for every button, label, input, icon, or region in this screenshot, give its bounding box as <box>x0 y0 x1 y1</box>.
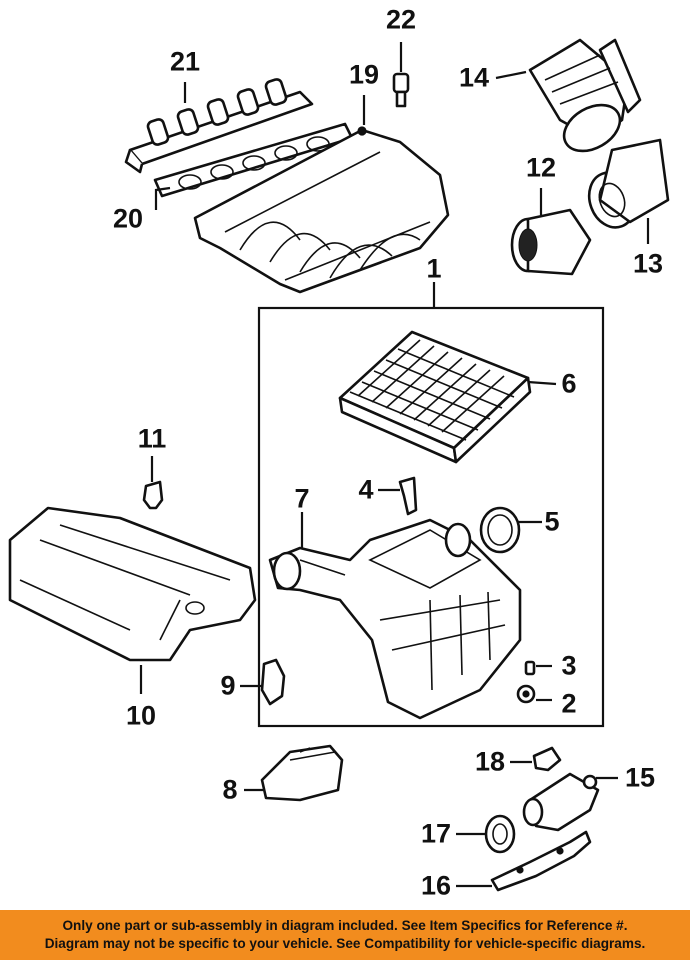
callout-15: 15 <box>624 762 656 793</box>
part-11-push-clip <box>142 456 164 510</box>
callout-2: 2 <box>561 688 577 719</box>
footer-line-2: Diagram may not be specific to your vehi… <box>44 936 646 951</box>
callout-9: 9 <box>220 670 236 701</box>
callout-1: 1 <box>426 253 442 284</box>
part-17-seal <box>456 814 516 854</box>
parts-diagram: 1 2 3 4 5 6 7 8 9 10 11 12 13 14 15 16 1… <box>8 4 670 901</box>
callout-19: 19 <box>348 59 380 90</box>
callout-8: 8 <box>222 774 238 805</box>
part-14-intake-boot <box>495 38 642 153</box>
footer-line-1: Only one part or sub-assembly in diagram… <box>62 917 628 933</box>
callout-5: 5 <box>544 506 560 537</box>
part-5-seal-ring <box>479 506 542 554</box>
callout-4: 4 <box>358 474 374 505</box>
callout-7: 7 <box>294 483 310 514</box>
part-6-air-filter <box>338 330 557 464</box>
part-13-throttle-adapter <box>587 138 670 244</box>
part-10-intake-scoop <box>8 506 257 694</box>
callout-6: 6 <box>561 368 577 399</box>
callout-16: 16 <box>420 870 452 901</box>
disclaimer-footer: Only one part or sub-assembly in diagram… <box>0 910 690 960</box>
callout-18: 18 <box>474 746 506 777</box>
callout-20: 20 <box>112 203 144 234</box>
part-16-bracket <box>456 830 592 892</box>
part-7-air-cleaner-housing <box>268 512 522 720</box>
callout-13: 13 <box>632 248 664 279</box>
part-18-cap <box>510 746 562 772</box>
callout-11: 11 <box>137 423 167 454</box>
callout-17: 17 <box>420 818 452 849</box>
assembly-frame <box>257 282 605 728</box>
part-9-bracket <box>240 658 286 706</box>
part-19-intake-manifold <box>193 95 450 294</box>
callout-22: 22 <box>385 4 417 35</box>
callout-12: 12 <box>525 152 557 183</box>
callout-10: 10 <box>125 700 157 731</box>
part-4-clip <box>378 476 418 516</box>
part-2-mount <box>516 684 552 704</box>
part-3-grommet <box>524 660 552 676</box>
callout-21: 21 <box>169 46 201 77</box>
part-21-fuel-rail <box>124 78 314 174</box>
callout-3: 3 <box>561 650 577 681</box>
part-8-resonator <box>244 744 344 802</box>
callout-14: 14 <box>458 62 490 93</box>
diagram-drawing <box>8 38 670 892</box>
part-15-valve <box>522 772 618 832</box>
part-22-sensor <box>392 42 410 108</box>
part-12-maf-sensor <box>510 188 592 276</box>
